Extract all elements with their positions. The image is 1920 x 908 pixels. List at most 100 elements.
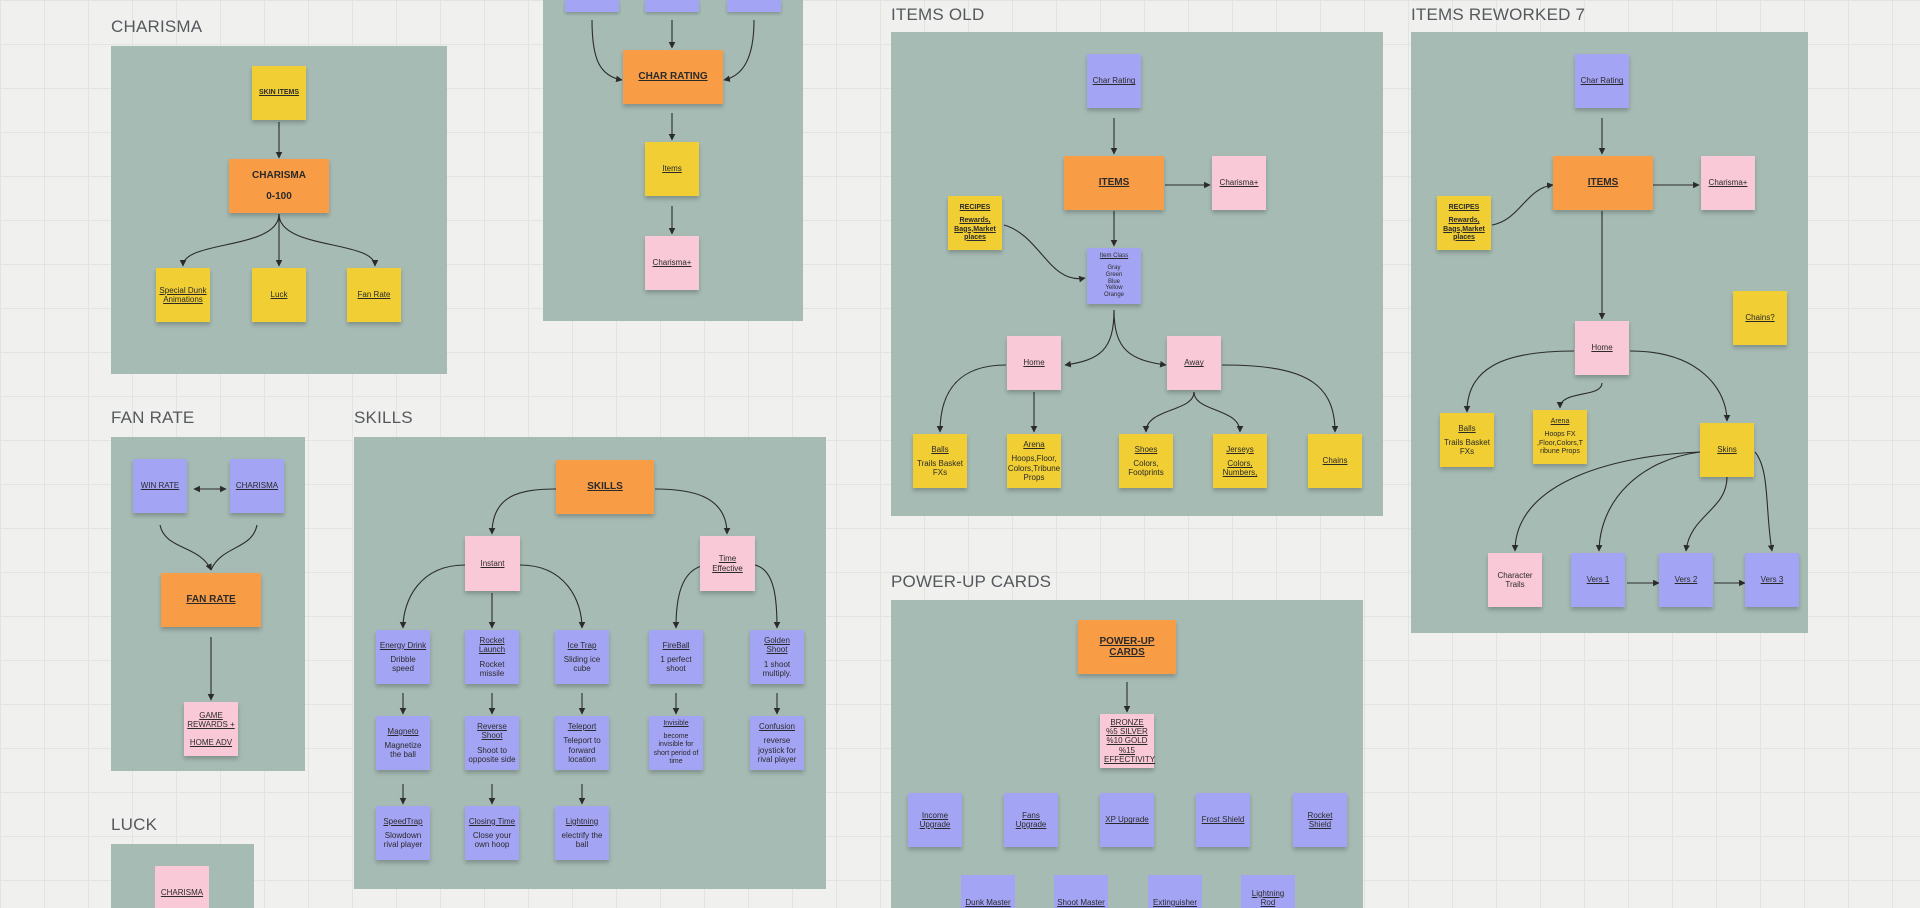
skill-title: Invisible [663, 720, 689, 728]
note-new-recipes[interactable]: RECIPES Rewards, Bags,Market places [1437, 196, 1491, 250]
skill-desc: Shoot to opposite side [468, 745, 516, 764]
note-old-items[interactable]: ITEMS [1064, 156, 1164, 210]
note-new-vers-1[interactable]: Vers 1 [1571, 553, 1625, 607]
note-luck[interactable]: Luck [252, 268, 306, 322]
note-win-rate[interactable]: WIN RATE [133, 459, 187, 513]
note-top-blue-3[interactable] [727, 0, 781, 12]
skill-card-golden-shoot[interactable]: Golden Shoot 1 shoot multiply. [750, 630, 804, 684]
card-label: Shoot Master [1057, 897, 1105, 907]
note-label: Charisma+ [1219, 178, 1259, 188]
note-top-blue-2[interactable] [645, 0, 699, 12]
skill-card-ice-trap[interactable]: Ice Trap Sliding ice cube [555, 630, 609, 684]
note-new-charisma-plus[interactable]: Charisma+ [1701, 156, 1755, 210]
note-new-balls[interactable]: Balls Trails Basket FXs [1440, 413, 1494, 467]
power-card-income-upgrade[interactable]: Income Upgrade [908, 793, 962, 847]
note-old-arena[interactable]: Arena Hoops,Floor, Colors,Tribune Props [1007, 434, 1061, 488]
skill-card-teleport[interactable]: Teleport Teleport to forward location [555, 716, 609, 770]
skill-card-reverse-shoot[interactable]: Reverse Shoot Shoot to opposite side [465, 716, 519, 770]
note-new-items[interactable]: ITEMS [1553, 156, 1653, 210]
note-label: Chains [1322, 456, 1348, 466]
note-fan-charisma[interactable]: CHARISMA [230, 459, 284, 513]
card-label: Rocket Shield [1307, 810, 1333, 829]
frame-title-fan-rate[interactable]: FAN RATE [111, 408, 195, 427]
note-power-up-rates[interactable]: BRONZE %5 SILVER %10 GOLD %15 EFFECTIVIT… [1100, 714, 1156, 768]
note-new-arena[interactable]: Arena Hoops FX ,Floor,Colors,T ribune Pr… [1533, 410, 1587, 464]
note-new-vers-2[interactable]: Vers 2 [1659, 553, 1713, 607]
note-label: SKILLS [587, 481, 623, 493]
power-card-xp-upgrade[interactable]: XP Upgrade [1100, 793, 1154, 847]
note-char-rating[interactable]: CHAR RATING [623, 50, 723, 104]
frame-title-items-reworked[interactable]: ITEMS REWORKED 7 [1411, 5, 1586, 24]
note-desc: Hoops FX ,Floor,Colors,T ribune Props [1537, 431, 1583, 455]
note-charisma-center[interactable]: CHARISMA 0-100 [229, 159, 329, 213]
skill-card-rocket-launch[interactable]: Rocket Launch Rocket missile [465, 630, 519, 684]
frame-title-luck[interactable]: LUCK [111, 815, 158, 834]
note-luck-charisma[interactable]: CHARISMA [155, 866, 209, 908]
note-label: Charisma+ [1708, 178, 1748, 188]
card-label: XP Upgrade [1105, 815, 1149, 825]
note-label: Away [1184, 358, 1204, 368]
skill-card-confusion[interactable]: Confusion reverse joystick for rival pla… [750, 716, 804, 770]
power-card-fans-upgrade[interactable]: Fans Upgrade [1004, 793, 1058, 847]
frame-title-power-up-cards[interactable]: POWER-UP CARDS [891, 572, 1052, 591]
note-label: CHARISMA [252, 169, 306, 181]
note-label: Vers 2 [1674, 575, 1698, 585]
note-old-chains[interactable]: Chains [1308, 434, 1362, 488]
note-charisma-plus[interactable]: Charisma+ [645, 236, 699, 290]
note-new-vers-3[interactable]: Vers 3 [1745, 553, 1799, 607]
skill-card-invisible[interactable]: Invisible become invisible for short per… [649, 716, 703, 770]
power-card-shoot-master[interactable]: Shoot Master [1054, 875, 1108, 908]
frame-title-charisma[interactable]: CHARISMA [111, 17, 203, 36]
skill-desc: Sliding ice cube [563, 654, 601, 674]
note-desc: Rewards, Bags,Market places [954, 217, 996, 241]
note-new-character-trails[interactable]: Character Trails [1488, 553, 1542, 607]
skill-title: Ice Trap [567, 640, 597, 650]
note-new-char-rating[interactable]: Char Rating [1575, 54, 1629, 108]
note-skin-items[interactable]: SKIN ITEMS [252, 66, 306, 120]
note-old-charisma-plus[interactable]: Charisma+ [1212, 156, 1266, 210]
note-fan-rate-center[interactable]: FAN RATE [161, 573, 261, 627]
note-new-chains-q[interactable]: Chains? [1733, 291, 1787, 345]
note-old-char-rating[interactable]: Char Rating [1087, 54, 1141, 108]
skill-card-lightning[interactable]: Lightning electrify the ball [555, 806, 609, 860]
note-label: RECIPES [959, 204, 991, 212]
power-card-extinguisher[interactable]: Extinguisher [1148, 875, 1202, 908]
note-old-home[interactable]: Home [1007, 336, 1061, 390]
power-card-dunk-master[interactable]: Dunk Master [961, 875, 1015, 908]
skill-card-energy-drink[interactable]: Energy Drink Dribble speed [376, 630, 430, 684]
skill-title: SpeedTrap [383, 816, 423, 826]
skill-title: FireBall [662, 640, 690, 650]
frame-title-items-old[interactable]: ITEMS OLD [891, 5, 985, 24]
note-time-effective[interactable]: Time Effective [700, 536, 755, 591]
note-label: WIN RATE [140, 481, 180, 491]
note-special-dunk[interactable]: Special Dunk Animations [156, 268, 210, 322]
note-skills-center[interactable]: SKILLS [556, 460, 654, 514]
note-label: BRONZE %5 SILVER %10 GOLD %15 EFFECTIVIT… [1104, 718, 1156, 764]
skill-card-closing-time[interactable]: Closing Time Close your own hoop [465, 806, 519, 860]
frame-title-skills[interactable]: SKILLS [354, 408, 413, 427]
note-label: Arena [1550, 418, 1570, 426]
note-game-rewards[interactable]: GAME REWARDS + HOME ADV [184, 702, 238, 756]
power-card-frost-shield[interactable]: Frost Shield [1196, 793, 1250, 847]
skill-card-magneto[interactable]: Magneto Magnetize the ball [376, 716, 430, 770]
note-power-up-center[interactable]: POWER-UP CARDS [1078, 620, 1176, 674]
note-old-away[interactable]: Away [1167, 336, 1221, 390]
note-top-blue-1[interactable] [565, 0, 619, 12]
note-instant[interactable]: Instant [465, 536, 520, 591]
note-label: Skins [1717, 445, 1737, 455]
skill-card-speedtrap[interactable]: SpeedTrap Slowdown rival player [376, 806, 430, 860]
note-fan-rate[interactable]: Fan Rate [347, 268, 401, 322]
note-old-jerseys[interactable]: Jerseys Colors, Numbers, [1213, 434, 1267, 488]
note-items[interactable]: Items [645, 142, 699, 196]
skill-title: Closing Time [468, 816, 516, 826]
power-card-lightning-rod[interactable]: Lightning Rod [1241, 875, 1295, 908]
power-card-rocket-shield[interactable]: Rocket Shield [1293, 793, 1347, 847]
skill-card-fireball[interactable]: FireBall 1 perfect shoot [649, 630, 703, 684]
note-old-item-class[interactable]: Item Class Gray Green Blue Yellow Orange [1087, 248, 1141, 304]
note-old-balls[interactable]: Balls Trails Basket FXs [913, 434, 967, 488]
note-old-shoes[interactable]: Shoes Colors, Footprints [1119, 434, 1173, 488]
note-new-home[interactable]: Home [1575, 321, 1629, 375]
skill-title: Rocket Launch [478, 636, 506, 655]
note-new-skins[interactable]: Skins [1700, 423, 1754, 477]
note-old-recipes[interactable]: RECIPES Rewards, Bags,Market places [948, 196, 1002, 250]
